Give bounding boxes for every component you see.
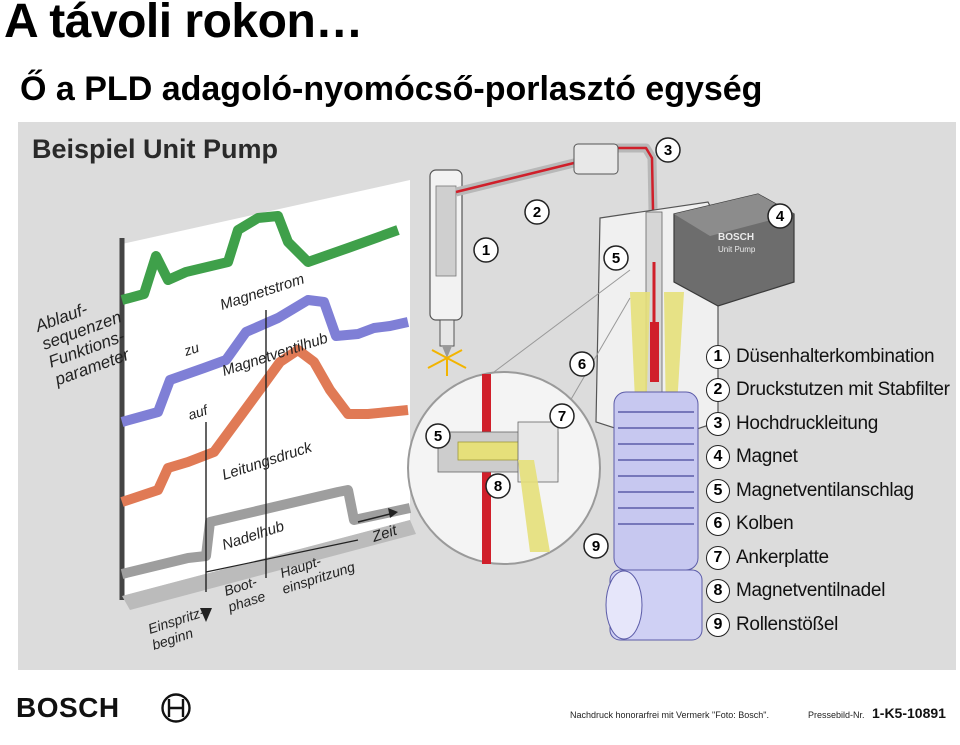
legend-number: 6	[706, 512, 730, 537]
legend-number: 7	[706, 545, 730, 570]
magnet-housing: BOSCH Unit Pump	[673, 193, 795, 307]
legend-number: 9	[706, 612, 730, 637]
callout-4	[767, 203, 793, 229]
phase-bracket	[205, 539, 359, 573]
callout-1	[473, 237, 499, 263]
legend-item: 9 Rollenstößel	[706, 608, 956, 642]
legend-item: 4 Magnet	[706, 441, 956, 475]
legend-item: 7 Ankerplatte	[706, 541, 956, 575]
zeit-arrow-line	[357, 513, 391, 523]
legend-number: 2	[706, 378, 730, 403]
callout-9	[583, 533, 609, 559]
nadelhub-curve	[120, 485, 412, 579]
callout-2	[524, 199, 550, 225]
callout-5	[603, 245, 629, 271]
legend-label: Kolben	[736, 513, 794, 535]
callout-6	[569, 351, 595, 377]
auf-label: auf	[186, 401, 211, 423]
callout-3-number: 3	[664, 142, 672, 159]
reprint-note: Nachdruck honorarfrei mit Vermerk "Foto:…	[570, 710, 769, 720]
press-image-number: 1-K5-10891	[872, 705, 946, 721]
fuel-path-line	[455, 146, 656, 263]
legend-number: 5	[706, 478, 730, 503]
legend-item: 2 Druckstutzen mit Stabfilter	[706, 374, 956, 408]
legend-number: 8	[706, 579, 730, 604]
legend-label: Magnetventilanschlag	[736, 479, 914, 501]
einspritzbeginn-arrow	[200, 608, 212, 622]
legend-label: Rollenstößel	[736, 613, 839, 635]
press-image-label: Pressebild-Nr.	[808, 710, 865, 720]
legend-number: 4	[706, 445, 730, 470]
magnet-housing-brand: BOSCH	[718, 232, 754, 243]
magnetventilhub-curve	[120, 295, 410, 427]
parts-legend: 1 Düsenhalterkombination 2 Druckstutzen …	[706, 340, 956, 642]
callout-2-number: 2	[533, 204, 541, 221]
legend-label: Düsenhalterkombination	[736, 345, 935, 367]
leitungsdruck-curve	[120, 345, 409, 507]
slide-subtitle: Ő a PLD adagoló-nyomócső-porlasztó egysé…	[20, 70, 763, 108]
figure-footer: BOSCH Nachdruck honorarfrei mit Vermerk …	[0, 672, 960, 745]
legend-label: Druckstutzen mit Stabfilter	[736, 379, 950, 401]
legend-label: Magnetventilnadel	[736, 580, 886, 602]
callout-1-number: 1	[482, 242, 490, 259]
legend-item: 6 Kolben	[706, 508, 956, 542]
bosch-armature-icon	[161, 693, 191, 723]
legend-item: 5 Magnetventilanschlag	[706, 474, 956, 508]
pressure-fitting	[573, 143, 619, 175]
callout-3	[655, 137, 681, 163]
nozzle-holder-assembly	[429, 169, 463, 358]
callout-9-number: 9	[592, 538, 600, 555]
callout-5-detail	[425, 423, 451, 449]
figure-title: Beispiel Unit Pump	[32, 134, 279, 164]
panel-floor	[122, 520, 416, 610]
unit-pump-figure: Ablauf- sequenzen Funktions- parameter M…	[18, 122, 956, 670]
legend-item: 1 Düsenhalterkombination	[706, 340, 956, 374]
callout-5-number: 5	[612, 250, 620, 267]
legend-number: 3	[706, 411, 730, 436]
slide-title: A távoli rokon…	[4, 0, 363, 48]
bosch-logo: BOSCH	[16, 692, 120, 723]
legend-item: 3 Hochdruckleitung	[706, 407, 956, 441]
callout-5-detail-number: 5	[434, 428, 442, 445]
callout-7	[549, 403, 575, 429]
legend-label: Ankerplatte	[736, 546, 829, 568]
zu-label: zu	[181, 339, 201, 359]
legend-label: Magnet	[736, 446, 798, 468]
legend-label: Hochdruckleitung	[736, 412, 879, 434]
legend-number: 1	[706, 344, 730, 369]
callout-6-number: 6	[578, 356, 586, 373]
unit-pump-illustration: Ablauf- sequenzen Funktions- parameter M…	[32, 137, 795, 653]
legend-item: 8 Magnetventilnadel	[706, 575, 956, 609]
spray-burst	[427, 349, 467, 376]
callout-4-number: 4	[776, 208, 785, 225]
callout-7-number: 7	[558, 408, 566, 425]
zeit-arrow-head	[388, 508, 398, 518]
magnetstrom-curve	[120, 211, 400, 305]
callout-8-number: 8	[494, 478, 502, 495]
callout-8	[485, 473, 511, 499]
magnet-housing-model: Unit Pump	[718, 245, 756, 254]
callouts: 1 2 3 4 5 5 6 7 8 9	[425, 137, 793, 559]
